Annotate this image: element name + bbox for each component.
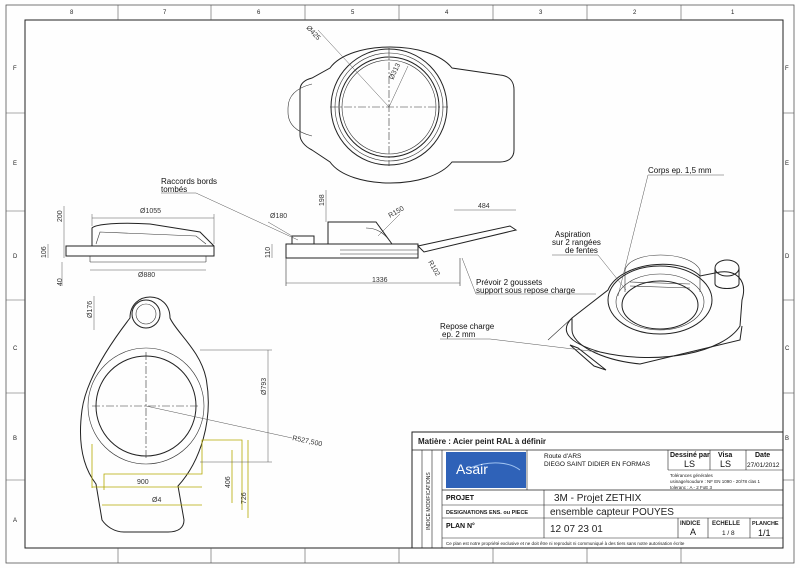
note-aspiration-2: sur 2 rangées [552,238,601,247]
dim-side-198: 198 [319,194,326,206]
note-aspiration-3: de fentes [565,246,598,255]
indice-modifications: INDICE MODIFICATIONS [426,472,432,530]
dim-bottom-900: 900 [137,479,149,486]
prevoir-note: Prévoir 2 goussets support sous repose c… [461,257,596,295]
zone-side-4: C [13,346,18,352]
dim-front-h40: 40 [57,278,64,286]
zone-top-2: 7 [163,10,167,16]
logo-text: Asair [456,461,488,477]
plan-value: 12 07 23 01 [550,524,603,535]
zone-ticks [6,5,794,563]
note-repose-2: ep. 2 mm [442,330,476,339]
dim-bottom-d793: Ø793 [261,378,268,395]
dim-bottom-726: 726 [241,492,248,504]
dessine-par: LS [684,459,695,469]
asair-logo [446,452,526,488]
indice-label: INDICE [680,521,700,527]
ensemble-value: ensemble capteur POUYES [550,507,674,518]
projet-value: 3M - Projet ZETHIX [554,493,642,504]
dim-front-h200: 200 [57,210,64,222]
dim-front-h106: 106 [41,246,48,258]
dim-front-base: Ø880 [138,272,155,279]
zone-side-6: A [13,518,17,524]
dim-side-d180: Ø180 [270,213,287,220]
dim-front-width: Ø1055 [140,208,161,215]
title-block: Matière : Acier peint RAL à définir INDI… [411,431,784,549]
note-repose-1: Repose charge [440,322,495,331]
tolerances-3: toleranc : A - 2 FoE 3 [670,485,713,490]
zone-side-r5: B [785,436,789,442]
route-line-1: Route d'ARS [544,453,582,460]
dim-side-484: 484 [478,203,490,210]
zone-top-3: 6 [257,10,261,16]
zone-side-r2: E [785,161,789,167]
date: 27/01/2012 [747,462,780,469]
vise-label: Visa [718,452,732,459]
echelle-value: 1 / 8 [722,530,735,537]
note-aspiration-1: Aspiration [555,230,591,239]
zone-top-5: 4 [445,10,449,16]
vise: LS [720,459,731,469]
zone-side-5: B [13,436,17,442]
iso-view [547,254,744,371]
zone-top-1: 8 [70,10,74,16]
dim-bottom-4: Ø4 [152,497,161,504]
date-label: Date [755,452,770,459]
iso-notes: Corps ep. 1,5 mm Aspiration sur 2 rangée… [440,166,724,353]
note-corps: Corps ep. 1,5 mm [648,166,712,175]
zone-side-r3: D [785,254,790,260]
inner-frame [24,19,784,549]
front-view: Ø1055 Ø880 200 106 40 [41,206,215,286]
dim-side-110: 110 [265,247,272,258]
zone-top-6: 3 [539,10,543,16]
dim-bottom-d176: Ø176 [87,301,94,318]
planche-label: PLANCHE [752,521,779,527]
bottom-view: 900 Ø4 406 726 Ø176 Ø793 R527,500 [80,296,323,533]
note-prevoir-2: support sous repose charge [476,286,576,295]
matiere: Matière : Acier peint RAL à définir [418,437,546,446]
echelle-label: ECHELLE [712,521,740,527]
dim-bottom-406: 406 [225,476,232,488]
projet-label: PROJET [446,495,475,502]
note-prevoir-1: Prévoir 2 goussets [476,278,542,287]
planche-value: 1/1 [758,528,771,538]
footer-notice: Ce plan est notre propriété exclusive et… [446,541,685,546]
zone-side-r1: F [785,66,789,72]
note-raccords-1: Raccords bords [161,177,217,186]
raccords-note: Raccords bords tombés [161,177,299,241]
zone-side-1: F [13,66,17,72]
plan-label: PLAN N° [446,522,475,530]
outer-frame [5,4,795,564]
ensemble-label: DESIGNATIONS ENS. ou PIECE [446,510,528,516]
tolerances-2: usinage/soudure : NF EN 1090 - 20/78 cla… [670,479,761,484]
zone-top-4: 5 [351,10,355,16]
indice-value: A [690,527,696,537]
zone-side-r4: C [785,346,790,352]
dessine-par-label: Dessiné par [670,452,710,459]
zone-top-7: 2 [633,10,637,16]
route-line-2: DIEGO SAINT DIDIER EN FORMAS [544,461,651,468]
zone-top-8: 1 [731,10,735,16]
tolerances-1: Tolérances générales [670,473,714,478]
zone-labels: 8 7 6 5 4 3 2 1 F E D C B A F E D C B [13,10,790,524]
zone-side-3: D [13,254,18,260]
dim-side-length: 1336 [372,277,388,284]
note-raccords-2: tombés [161,185,187,194]
zone-side-2: E [13,161,17,167]
